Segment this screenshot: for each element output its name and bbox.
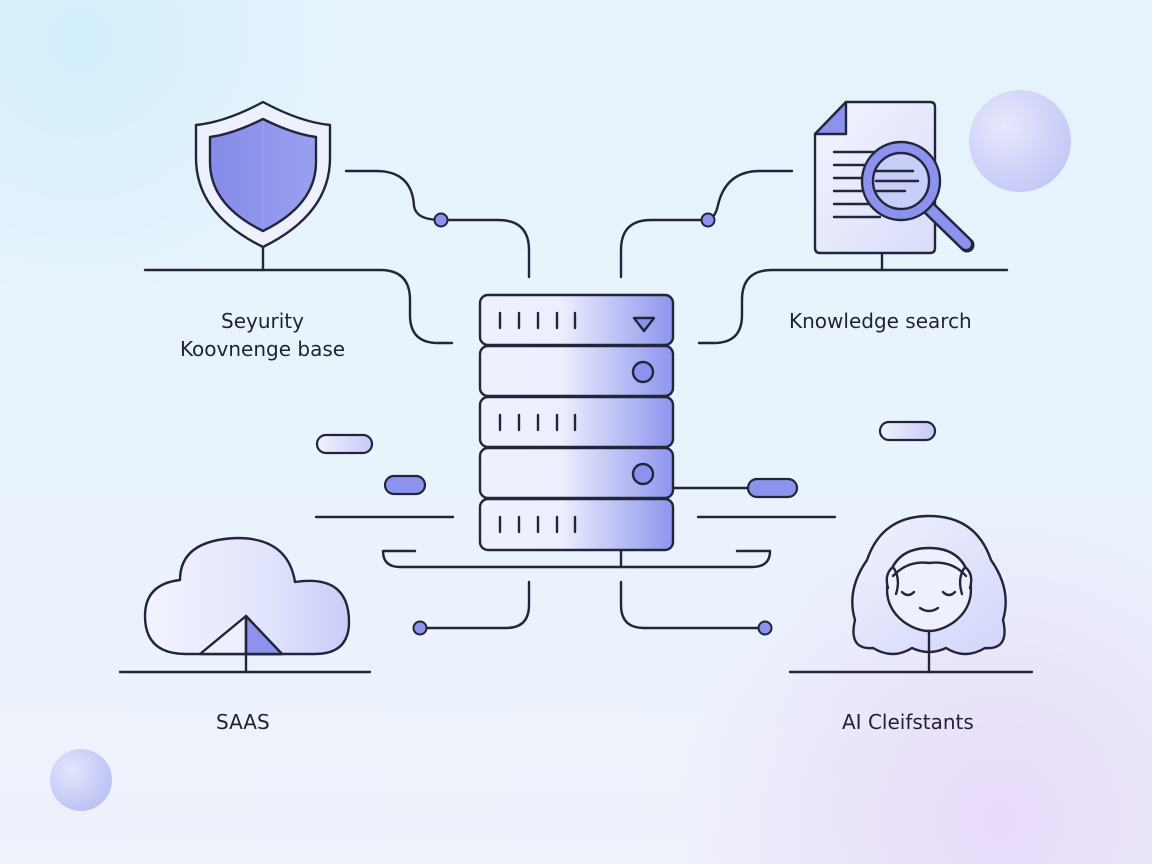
connector-ai bbox=[619, 580, 767, 630]
label-saas: SAAS bbox=[216, 710, 270, 734]
document-magnifier-icon bbox=[813, 100, 975, 255]
connector-saas bbox=[418, 580, 531, 630]
label-security: Seyurity Koovnenge base bbox=[0, 307, 525, 363]
connector-security bbox=[143, 169, 531, 345]
cloud-icon bbox=[143, 536, 351, 674]
data-pill bbox=[878, 420, 937, 442]
label-ai-clients: AI Cleifstants bbox=[842, 710, 974, 734]
label-knowledge-search: Knowledge search bbox=[789, 309, 972, 333]
person-avatar-icon bbox=[851, 514, 1007, 674]
label-security-line2: Koovnenge base bbox=[179, 337, 346, 361]
server-rack-icon bbox=[478, 293, 675, 552]
junction-dot bbox=[757, 620, 773, 636]
data-pill bbox=[315, 433, 374, 455]
junction-dot bbox=[412, 620, 428, 636]
decorative-bubble bbox=[50, 749, 112, 811]
shield-icon bbox=[194, 100, 332, 249]
junction-dot bbox=[700, 212, 716, 228]
data-pill bbox=[383, 474, 427, 496]
connector-bus bbox=[381, 549, 772, 569]
label-security-line1: Seyurity bbox=[221, 309, 304, 333]
decorative-bubble bbox=[969, 90, 1071, 192]
junction-dot bbox=[433, 212, 449, 228]
data-pill bbox=[746, 477, 799, 499]
